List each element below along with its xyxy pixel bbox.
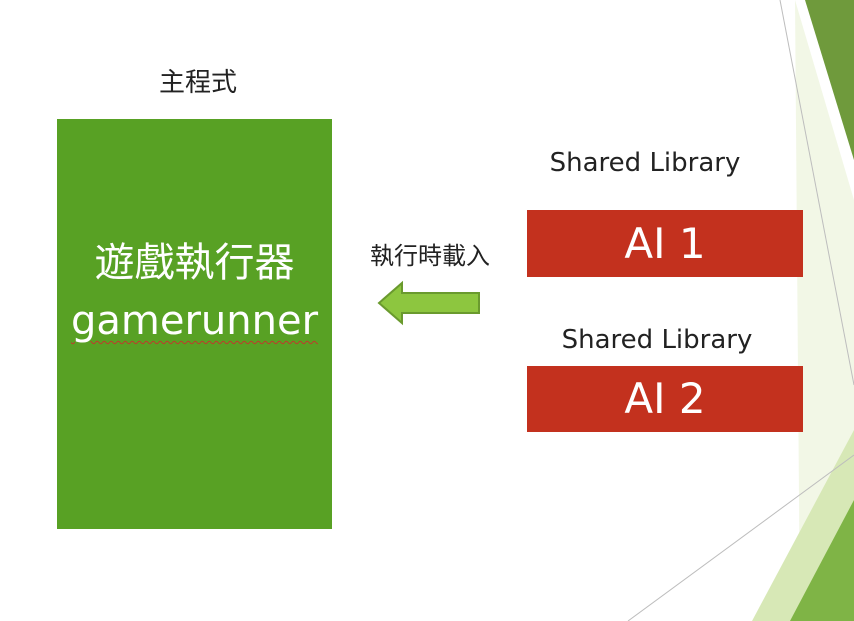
deco-green-triangle xyxy=(790,500,854,621)
arrow-shape xyxy=(377,280,480,326)
main-program-title: 遊戲執行器 xyxy=(94,240,295,286)
left-arrow-icon xyxy=(377,280,480,326)
load-arrow-label: 執行時載入 xyxy=(370,242,490,270)
library-caption-2: Shared Library xyxy=(561,325,753,355)
library-box-ai2: AI 2 xyxy=(527,366,803,432)
deco-dark-triangle xyxy=(805,0,854,160)
deco-line-2 xyxy=(627,454,854,621)
library-box-ai1: AI 1 xyxy=(527,210,803,277)
main-program-caption: 主程式 xyxy=(158,68,237,98)
main-program-name: gamerunner xyxy=(70,298,319,344)
library-caption-1: Shared Library xyxy=(549,148,741,178)
deco-line-1 xyxy=(779,0,854,386)
main-program-box: 遊戲執行器 gamerunner xyxy=(57,119,332,529)
